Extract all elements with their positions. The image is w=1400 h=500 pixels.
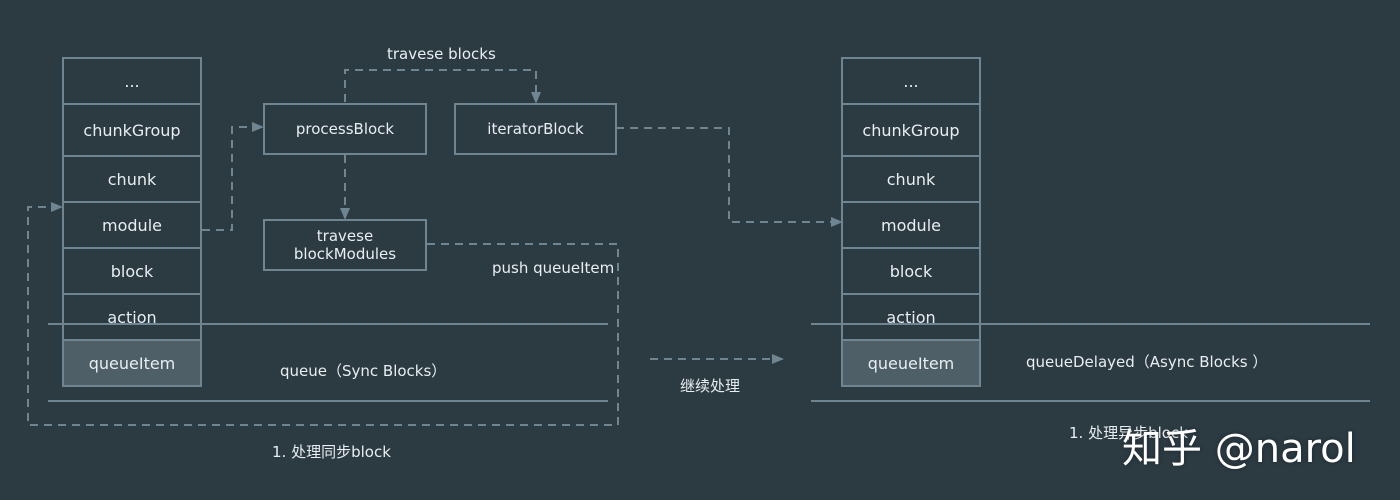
left-stack-cell-block: block bbox=[62, 247, 202, 295]
right-stack-cell-ellipsis: ... bbox=[841, 57, 981, 105]
iterator-block-box: iteratorBlock bbox=[454, 103, 617, 155]
right-stack-cell-module: module bbox=[841, 201, 981, 249]
zhihu-watermark: 知乎 @narol bbox=[1122, 426, 1356, 472]
right-stack-cell-queueitem: queueItem bbox=[841, 339, 981, 387]
arrow-travese-blocks bbox=[344, 69, 541, 104]
left-stack-cell-chunk: chunk bbox=[62, 155, 202, 203]
right-stack-cell-chunk: chunk bbox=[841, 155, 981, 203]
push-queueitem-label: push queueItem bbox=[492, 259, 615, 277]
arrow-iteratorblock-to-right-module bbox=[616, 127, 843, 227]
queue-sync-label: queue（Sync Blocks） bbox=[280, 362, 447, 380]
left-stack-cell-ellipsis: ... bbox=[62, 57, 202, 105]
left-stack-cell-module: module bbox=[62, 201, 202, 249]
continue-processing-label: 继续处理 bbox=[680, 377, 741, 395]
left-stack-cell-chunkgroup: chunkGroup bbox=[62, 103, 202, 157]
right-stack-cell-chunkgroup: chunkGroup bbox=[841, 103, 981, 157]
arrow-module-to-processblock bbox=[202, 122, 264, 231]
process-block-box: processBlock bbox=[263, 103, 427, 155]
right-stack-cell-block: block bbox=[841, 247, 981, 295]
arrow-push-queueitem bbox=[27, 202, 619, 426]
step-sync-label: 1. 处理同步block bbox=[272, 443, 391, 461]
travese-blocks-label: travese blocks bbox=[387, 45, 496, 63]
queue-delayed-label: queueDelayed（Async Blocks ） bbox=[1026, 353, 1268, 371]
left-stack-cell-queueitem: queueItem bbox=[62, 339, 202, 387]
traverse-block-modules-box: travese blockModules bbox=[263, 219, 427, 271]
right-stack-cell-action: action bbox=[841, 293, 981, 341]
left-stack-cell-action: action bbox=[62, 293, 202, 341]
step-async-label: 1. 处理异步block bbox=[1069, 424, 1188, 442]
